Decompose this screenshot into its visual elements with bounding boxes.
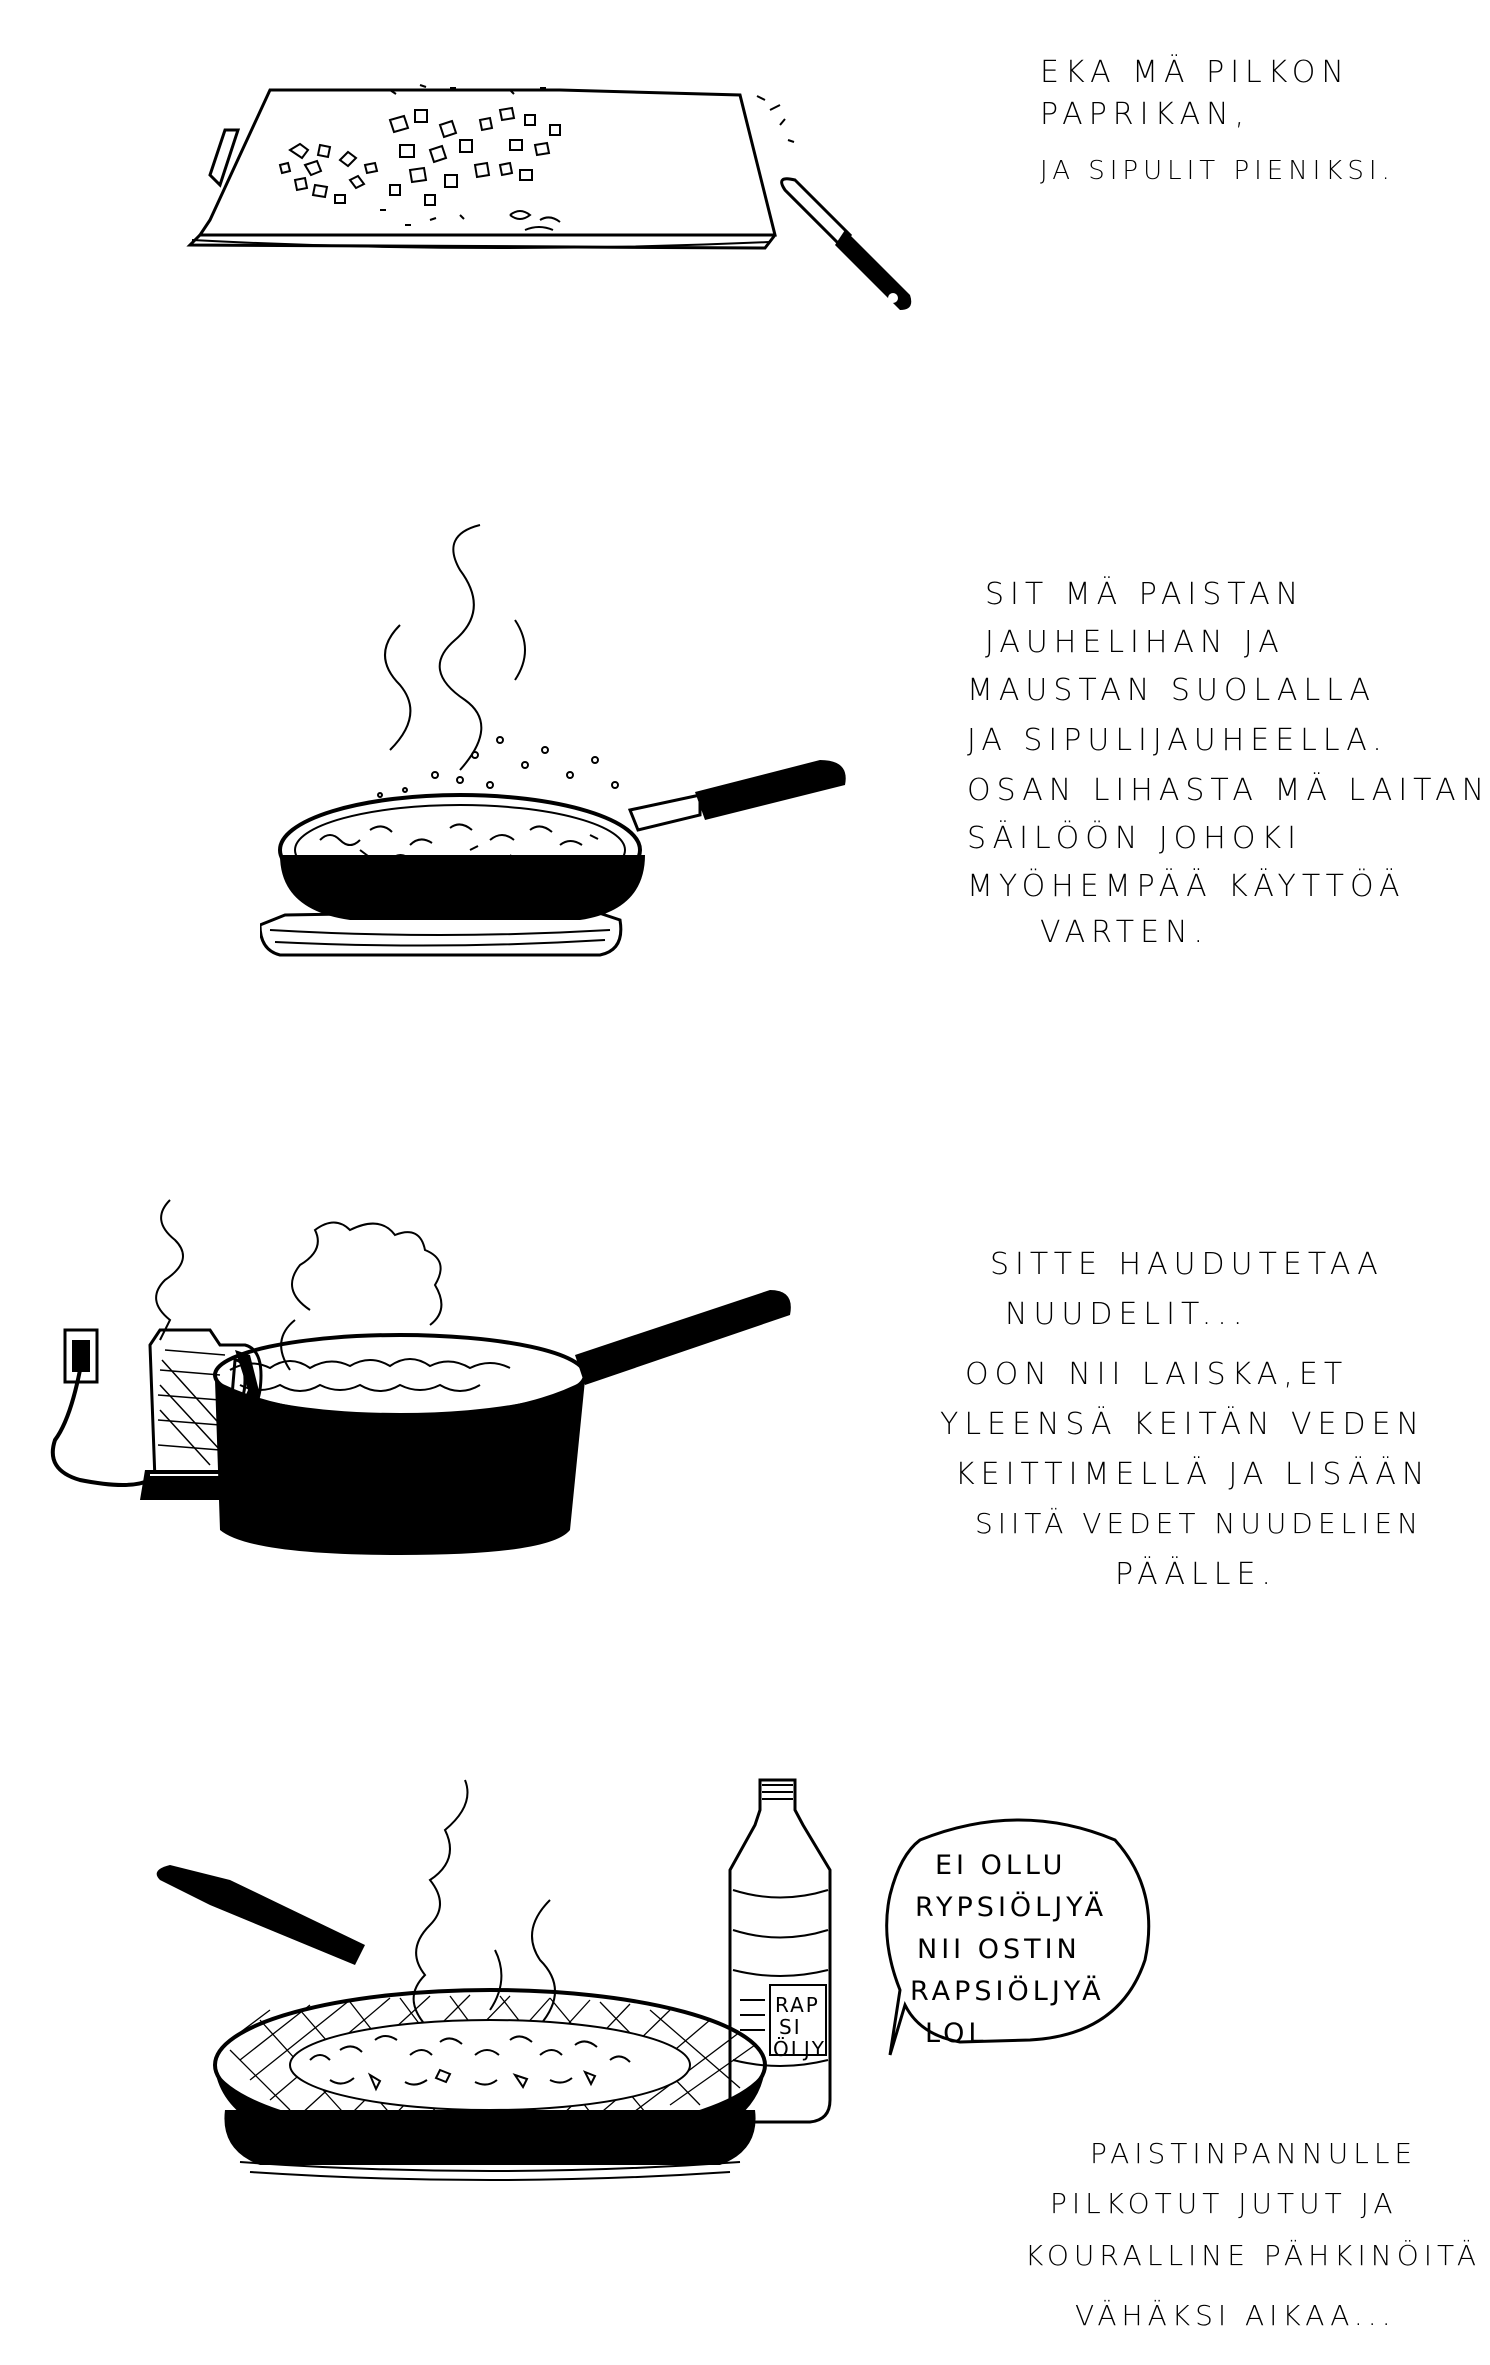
bottle-label-line: SI bbox=[779, 2015, 802, 2039]
panel4-caption: PAISTINPANNULLE PILKOTUT JUTUT JA KOURAL… bbox=[1025, 2137, 1480, 2360]
frying-pan-illustration bbox=[260, 524, 846, 957]
panel1-caption-line: EKA MÄ PILKON bbox=[1040, 55, 1350, 90]
panel3-caption: SITTE HAUDUTETAA NUUDELIT... OON NII LAI… bbox=[940, 1250, 1480, 1590]
bubble-line: RAPSIÖLJYÄ bbox=[910, 1976, 1105, 2007]
panel3-caption-line: NUUDELIT... bbox=[1005, 1297, 1249, 1332]
panel3-caption-line: SITTE HAUDUTETAA bbox=[990, 1247, 1384, 1282]
panel4-caption-line: PAISTINPANNULLE bbox=[1090, 2137, 1418, 2170]
oil-bottle-icon bbox=[728, 1778, 832, 2124]
bottle-label-line: RAP bbox=[775, 1993, 820, 2017]
panel2-caption-line: SIT MÄ PAISTAN bbox=[985, 577, 1305, 612]
panel2-caption-line: VARTEN. bbox=[1040, 915, 1210, 950]
pot-icon bbox=[213, 1290, 791, 1555]
bottle-label-line: ÖLJY bbox=[773, 2037, 826, 2061]
speech-bubble bbox=[885, 1818, 1151, 2056]
panel1-caption-line: PAPRIKAN, bbox=[1040, 97, 1251, 132]
panel-noodles: SITTE HAUDUTETAA NUUDELIT... OON NII LAI… bbox=[0, 1180, 1490, 1600]
panel2-caption-line: JA SIPULIJAUHEELLA. bbox=[967, 723, 1388, 758]
panel-cutting-board: EKA MÄ PILKON PAPRIKAN, JA SIPULIT PIENI… bbox=[0, 0, 1490, 310]
panel4-caption-line: PILKOTUT JUTUT JA bbox=[1050, 2187, 1398, 2220]
panel1-caption: EKA MÄ PILKON PAPRIKAN, JA SIPULIT PIENI… bbox=[1040, 58, 1480, 198]
knife-icon bbox=[756, 95, 912, 310]
panel3-caption-line: PÄÄLLE. bbox=[1115, 1557, 1277, 1592]
panel2-caption-line: JAUHELIHAN JA bbox=[985, 625, 1285, 660]
panel2-caption-line: SÄILÖÖN JOHOKI bbox=[967, 821, 1302, 856]
kettle-and-pot-illustration bbox=[50, 1199, 791, 1555]
panel2-caption-line: OSAN LIHASTA MÄ LAITAN bbox=[967, 773, 1490, 808]
panel-frying-nuts: RAP SI ÖLJY EI OLLU RYPSIÖLJYÄ NII OSTIN… bbox=[0, 1760, 1490, 2360]
frying-pan-icon bbox=[213, 1988, 767, 2181]
panel-frying-meat: SIT MÄ PAISTAN JAUHELIHAN JA MAUSTAN SUO… bbox=[0, 500, 1490, 1020]
bottle-label: RAP SI ÖLJY bbox=[773, 1993, 827, 2063]
panel3-caption-line: KEITTIMELLÄ JA LISÄÄN bbox=[955, 1457, 1431, 1492]
steam-icon bbox=[438, 524, 483, 771]
bubble-line: RYPSIÖLJYÄ bbox=[915, 1892, 1108, 1923]
panel3-caption-line: SIITÄ VEDET NUUDELIEN bbox=[975, 1507, 1424, 1540]
frying-pan-oil-illustration bbox=[156, 1778, 832, 2181]
panel2-caption-line: MYÖHEMPÄÄ KÄYTTÖÄ bbox=[967, 869, 1406, 904]
bubble-line: NII OSTIN bbox=[917, 1934, 1081, 1965]
speech-bubble-text: EI OLLU RYPSIÖLJYÄ NII OSTIN RAPSIÖLJYÄ … bbox=[905, 1852, 1145, 2062]
panel4-caption-line: KOURALLINE PÄHKINÖITÄ bbox=[1025, 2239, 1482, 2272]
panel3-caption-line: YLEENSÄ KEITÄN VEDEN bbox=[940, 1407, 1425, 1442]
wall-socket-icon bbox=[63, 1328, 99, 1384]
bubble-line: LOL bbox=[925, 2018, 988, 2049]
bubble-line: EI OLLU bbox=[935, 1850, 1067, 1881]
panel4-caption-line: VÄHÄKSI AIKAA... bbox=[1075, 2299, 1396, 2332]
cutting-board-illustration bbox=[186, 84, 912, 310]
panel3-caption-line: OON NII LAISKA,ET bbox=[965, 1357, 1349, 1392]
panel2-caption-line: MAUSTAN SUOLALLA bbox=[967, 673, 1377, 708]
panel2-caption: SIT MÄ PAISTAN JAUHELIHAN JA MAUSTAN SUO… bbox=[967, 577, 1484, 960]
panel1-caption-line: JA SIPULIT PIENIKSI. bbox=[1040, 156, 1395, 186]
